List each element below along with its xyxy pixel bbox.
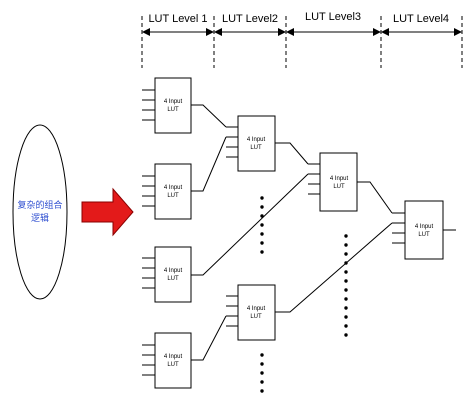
lut-level1-c: 4 Input LUT	[142, 246, 192, 303]
lut-label-line2: LUT	[250, 145, 262, 151]
lut-label-line2: LUT	[333, 184, 345, 190]
lut-level1-b: 4 Input LUT	[142, 163, 192, 220]
lut-label-line2: LUT	[250, 314, 262, 320]
level-label-3: LUT Level3	[305, 11, 361, 23]
ellipsis-dots	[260, 196, 348, 393]
source-ellipse	[12, 124, 68, 300]
lut-label-line1: 4 Input	[164, 354, 183, 360]
interconnect-wires	[191, 104, 393, 361]
lut-label-line2: LUT	[167, 362, 179, 368]
level-label-1: LUT Level 1	[148, 13, 207, 25]
wire	[275, 222, 393, 313]
wire	[357, 181, 393, 214]
lut-label-line2: LUT	[167, 107, 179, 113]
lut-level3: 4 Input LUT	[308, 152, 358, 212]
lut-label-line2: LUT	[167, 193, 179, 199]
wire	[191, 136, 227, 192]
combinational-logic-source: 复杂的组合 逻辑	[12, 124, 68, 300]
lut-label-line2: LUT	[418, 232, 430, 238]
lut-label-line1: 4 Input	[415, 224, 434, 230]
dots-level2-upper	[260, 196, 264, 254]
lut-label-line1: 4 Input	[164, 185, 183, 191]
level-label-4: LUT Level4	[393, 13, 449, 25]
source-label-line1: 复杂的组合	[17, 199, 62, 211]
wire	[275, 142, 309, 165]
mapping-arrow	[81, 187, 134, 237]
lut-label-line1: 4 Input	[164, 99, 183, 105]
lut-level2-a: 4 Input LUT	[226, 115, 276, 172]
level-label-2: LUT Level2	[222, 13, 278, 25]
wire	[191, 104, 227, 128]
lut-level2-b: 4 Input LUT	[226, 284, 276, 341]
dots-level3	[344, 234, 348, 337]
lut-level1-a: 4 Input LUT	[142, 77, 192, 134]
source-label-line2: 逻辑	[31, 212, 49, 224]
wire	[191, 173, 309, 276]
lut-label-line2: LUT	[167, 276, 179, 282]
wire	[191, 315, 227, 361]
lut-level1-d: 4 Input LUT	[142, 332, 192, 389]
lut-level4: 4 Input LUT	[392, 200, 456, 260]
lut-label-line1: 4 Input	[247, 137, 266, 143]
lut-label-line1: 4 Input	[164, 268, 183, 274]
level-separators	[141, 16, 463, 68]
lut-label-line1: 4 Input	[330, 176, 349, 182]
dots-level2-lower	[260, 353, 264, 393]
lut-label-line1: 4 Input	[247, 306, 266, 312]
